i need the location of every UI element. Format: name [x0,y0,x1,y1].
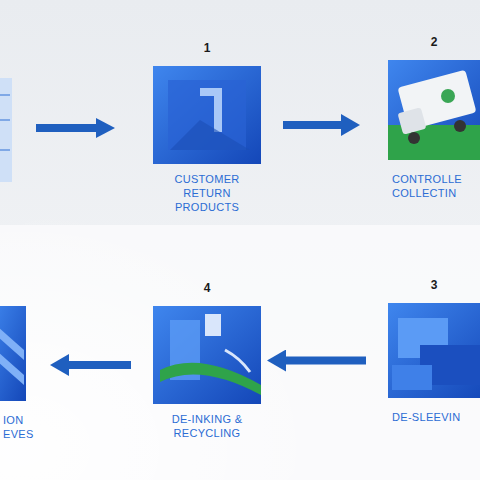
step-number: 4 [153,280,261,296]
flow-arrow [283,121,341,129]
step-label: DE-SLEEVIN [388,410,476,424]
picture-slot [388,60,480,160]
step-number: 1 [153,40,261,56]
flow-arrow [36,118,115,138]
process-step: 3DE-SLEEVIN [388,277,480,424]
step-label: ION EVES [0,413,43,441]
step-number: 2 [388,34,480,50]
process-step: ION EVES [0,280,44,441]
step-picture [0,306,26,401]
process-step: 2CONTROLLE COLLECTIN [388,34,480,200]
step-label: CUSTOMER RETURN PRODUCTS [171,172,243,214]
step-label: CONTROLLE COLLECTIN [388,172,476,200]
partial-picture [0,78,12,182]
process-step: 1CUSTOMER RETURN PRODUCTS [153,40,261,214]
picture-slot [388,303,480,398]
picture-slot [0,306,44,401]
flow-arrow [286,357,366,365]
step-picture [388,303,480,398]
background-glow [0,210,330,480]
process-step: 4DE-INKING & RECYCLING [153,280,261,440]
step-number: 3 [388,277,480,293]
step-picture [388,60,480,160]
step-label: DE-INKING & RECYCLING [162,412,252,440]
step-picture [153,306,261,404]
picture-slot [153,306,261,404]
picture-slot [153,66,261,164]
step-picture [153,66,261,164]
flow-arrow [69,361,131,369]
